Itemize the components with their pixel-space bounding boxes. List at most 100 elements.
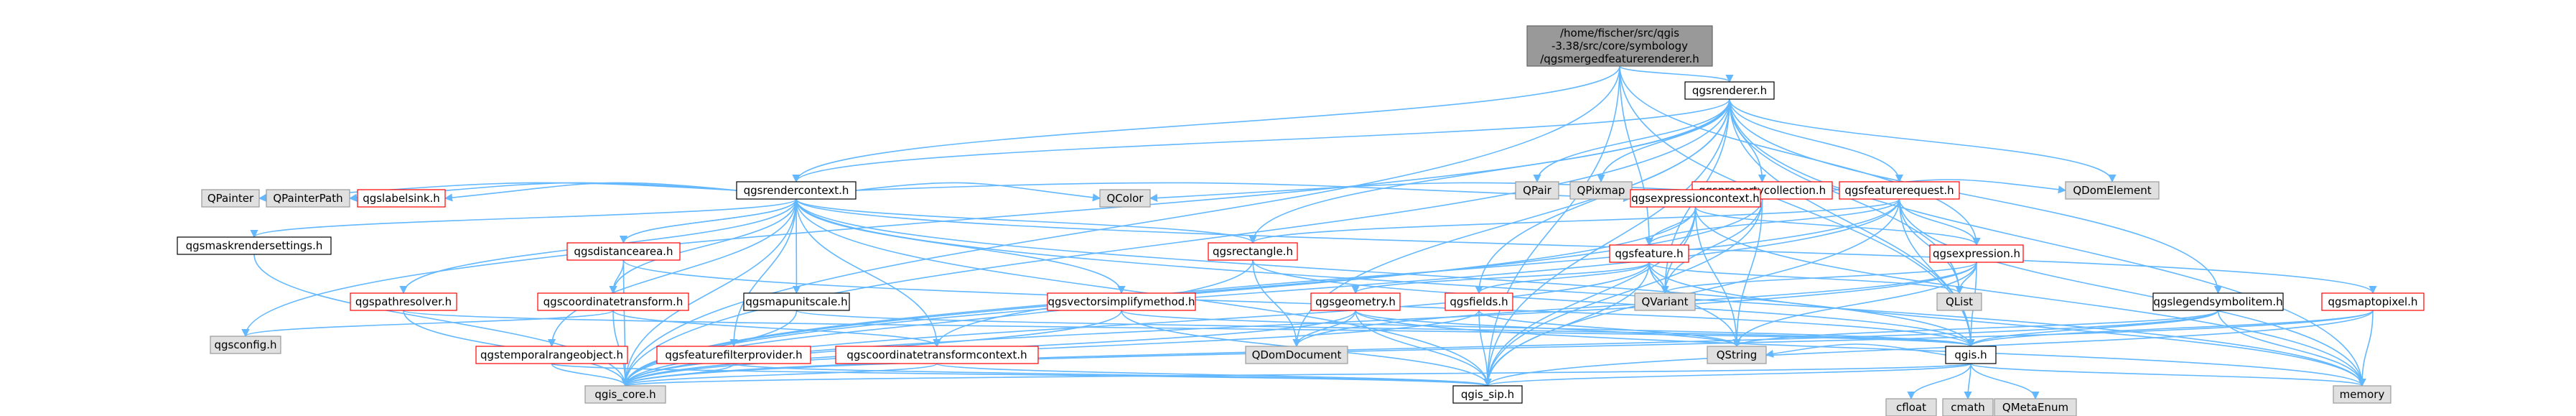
node-qgis-sip[interactable]: qgis_sip.h [1452,385,1523,404]
node-box [2333,385,2391,404]
node-cfloat: cfloat [1885,398,1937,416]
node-label: QPainter [207,192,254,205]
node-label: qgstemporalrangeobject.h [480,348,623,361]
node-qgsmaskrendersettings[interactable]: qgsmaskrendersettings.h [177,236,332,255]
edge-qgsrenderer-to-QPair [1533,98,1730,183]
node-qgsmaptopixel[interactable]: qgsmaptopixel.h [2321,292,2425,311]
edge-qgis-to-cmath [1964,363,1972,400]
node-qgscoordinatetransformcontext[interactable]: qgscoordinatetransformcontext.h [835,346,1039,364]
node-qgsfeaturerequest[interactable]: qgsfeaturerequest.h [1839,181,1960,200]
edge-qgscoordinatetransformcontext-to-qgis_sip [936,363,1492,387]
edge-qgsrenderer-to-qgsfeaturerequest [1729,98,1904,183]
node-qgsexpression[interactable]: qgsexpression.h [1929,244,2024,263]
edge-qgsrendercontext-to-qgsrectangle [795,198,1257,244]
edge-qgsfeaturefilterprovider-to-qgis_sip [733,363,1491,387]
node-root[interactable]: /home/fischer/src/qgis-3.38/src/core/sym… [1526,25,1713,67]
node-qgis[interactable]: qgis.h [1945,346,1997,364]
node-box [1630,189,1761,208]
node-qgsmapunitscale[interactable]: qgsmapunitscale.h [743,292,850,311]
node-qvariant: QVariant [1634,292,1696,311]
node-box [357,189,446,208]
edge-qgsrenderer-to-memory [1729,98,2366,387]
node-qgsfeaturefilterprovider[interactable]: qgsfeaturefilterprovider.h [656,346,811,364]
node-label: qgsexpression.h [1933,247,2020,260]
node-label: QMetaEnum [2002,401,2068,414]
node-label: QList [1946,295,1973,308]
node-qpainter: QPainter [201,189,260,208]
node-box [350,292,457,311]
edge-qgsfeaturerequest-to-memory [1898,198,2366,387]
edge-qgsexpressioncontext-to-qgsexpression [1694,206,1981,246]
node-qgslabelsink[interactable]: qgslabelsink.h [357,189,446,208]
node-qgsrendercontext[interactable]: qgsrendercontext.h [736,181,857,200]
node-qgsfeature[interactable]: qgsfeature.h [1609,244,1689,263]
node-qgsrenderer[interactable]: qgsrenderer.h [1684,81,1775,100]
node-label: QPair [1523,184,1552,197]
node-label: qgsdistancearea.h [574,245,673,258]
edge-qgsexpression-to-QString [1732,262,1977,348]
edge-qgslegendsymbolitem-to-qgis [1966,310,2219,348]
edge-root-to-qgsfeature [1619,65,1653,246]
node-memory: memory [2333,385,2391,404]
node-label: qgis_core.h [594,388,655,402]
node-label: qgscoordinatetransformcontext.h [846,348,1027,361]
node-box [1707,346,1767,364]
edge-qgsfeature-to-QList [1648,262,1964,295]
node-label: qgsrendercontext.h [744,184,849,197]
node-qgsvectorsimplifymethod[interactable]: qgsvectorsimplifymethod.h [1047,292,1196,311]
edge-qgsfeature-to-qgis_sip [1483,262,1650,387]
node-box [1047,292,1196,311]
edge-qgsexpressioncontext-to-qgsfeature [1645,206,1697,246]
edge-qgsrendercontext-to-qgsfeaturefilterprovider [729,198,797,348]
edge-root-to-qgsrendercontext [792,65,1620,183]
edge-qgis-to-memory [1970,363,2366,387]
node-label: QDomDocument [1252,348,1342,361]
node-label: QPainterPath [273,192,342,205]
node-label: qgsconfig.h [214,338,276,351]
node-box [1515,181,1559,200]
node-label: QPixmap [1577,184,1625,197]
edge-qgspropertycollection-to-QVariant [1661,198,1763,295]
node-box [1245,346,1348,364]
edge-qgsrendercontext-to-qgslabelsink [444,182,737,202]
edge-qgis-to-QString [1765,343,1946,358]
edge-qgsdistancearea-to-qgscoordinatetransform [609,259,625,295]
node-qgsgeometry[interactable]: qgsgeometry.h [1310,292,1401,311]
node-qgspathresolver[interactable]: qgspathresolver.h [350,292,457,311]
node-qgsconfig: qgsconfig.h [210,336,281,354]
node-box [1942,398,1994,416]
node-qdomelement: QDomElement [2065,181,2160,200]
node-box [1445,292,1513,311]
edge-qgsrendercontext-to-qgsvectorsimplifymethod [795,198,1126,295]
edge-qgsfeaturerequest-to-QList [1898,198,1964,295]
node-box [201,189,260,208]
edge-qgsrendercontext-to-qgsdistancearea [619,198,797,244]
node-label: qgsfeaturefilterprovider.h [665,348,802,361]
node-qgsdistancearea[interactable]: qgsdistancearea.h [566,242,681,261]
edge-qgsexpressioncontext-to-qgis_sip [1483,206,1697,387]
node-qgstemporalrangeobject[interactable]: qgstemporalrangeobject.h [475,346,628,364]
node-label: qgsmaptopixel.h [2328,295,2417,308]
node-qgsrectangle[interactable]: qgsrectangle.h [1208,242,1298,261]
edge-qgsrectangle-to-QDomDocument [1252,259,1301,348]
node-label: cfloat [1896,401,1926,414]
edge-qgis-to-QMetaEnum [1970,363,2040,400]
edge-qgsexpressioncontext-to-QString [1694,206,1741,348]
node-qgscoordinatetransform[interactable]: qgscoordinatetransform.h [537,292,689,311]
node-label: qgsrenderer.h [1692,84,1767,97]
node-qstring: QString [1707,346,1767,364]
node-label: QString [1717,348,1758,361]
node-qgslegendsymbolitem[interactable]: qgslegendsymbolitem.h [2152,292,2284,311]
edge-qgsrendercontext-to-qgsmapunitscale [792,198,801,295]
node-box [2321,292,2425,311]
node-label: qgsvectorsimplifymethod.h [1048,295,1195,308]
node-label: qgslegendsymbolitem.h [2153,295,2282,308]
node-qgsfields[interactable]: qgsfields.h [1445,292,1513,311]
edge-qgsfeaturerequest-to-qgsrectangle [1249,198,1900,244]
edge-root-to-qgsrenderer [1619,65,1734,83]
edge-qgsmaptopixel-to-qgis [1966,310,2374,348]
node-label: qgsmapunitscale.h [745,295,847,308]
node-qgsexpressioncontext[interactable]: qgsexpressioncontext.h [1630,189,1761,208]
node-label: -3.38/src/core/symbology [1551,40,1688,52]
node-label: qgsexpressioncontext.h [1631,192,1760,205]
